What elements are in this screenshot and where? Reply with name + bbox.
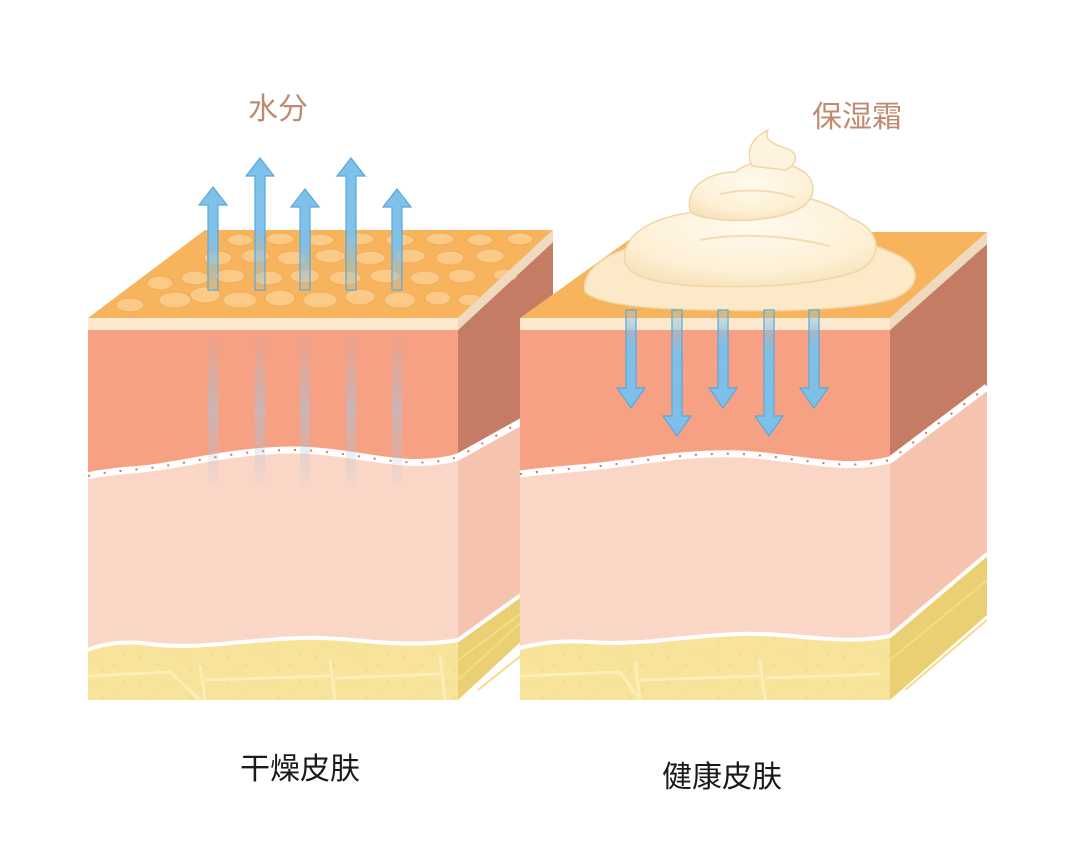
moisturizer-cream <box>583 128 916 312</box>
moisture-absorb-arrows <box>615 309 830 438</box>
dry-water-streams <box>208 336 402 486</box>
down-arrow-icon <box>707 309 739 410</box>
healthy-stratum-edge <box>520 318 890 330</box>
up-arrow-icon <box>289 188 321 291</box>
down-arrow-icon <box>753 309 785 438</box>
healthy-epidermis-front <box>520 330 890 472</box>
moisturizer-label: 保湿霜 <box>812 100 902 135</box>
moisture-label: 水分 <box>248 92 308 127</box>
healthy-dermis-front <box>520 455 890 648</box>
up-arrow-icon <box>244 157 276 291</box>
down-arrow-icon <box>661 309 693 438</box>
dry-stratum-edge <box>88 318 458 330</box>
dry-dermis-front <box>88 451 458 650</box>
up-arrow-icon <box>335 157 367 291</box>
dry-skin-block <box>87 230 555 702</box>
dry-epidermis-front <box>88 330 458 474</box>
down-arrow-icon <box>615 309 647 410</box>
healthy-epidermis-side <box>890 244 987 458</box>
healthy-fat-side <box>890 552 987 700</box>
healthy-basement-membrane <box>519 384 990 478</box>
dry-skin-caption: 干燥皮肤 <box>240 752 360 787</box>
healthy-dermis-side <box>890 385 987 636</box>
up-arrow-icon <box>197 186 229 291</box>
moisture-escape-arrows <box>197 157 413 291</box>
healthy-skin-caption: 健康皮肤 <box>662 760 782 795</box>
up-arrow-icon <box>381 188 413 291</box>
dry-fat-front <box>88 639 458 700</box>
down-arrow-icon <box>798 309 830 410</box>
healthy-fat-front <box>520 635 890 700</box>
